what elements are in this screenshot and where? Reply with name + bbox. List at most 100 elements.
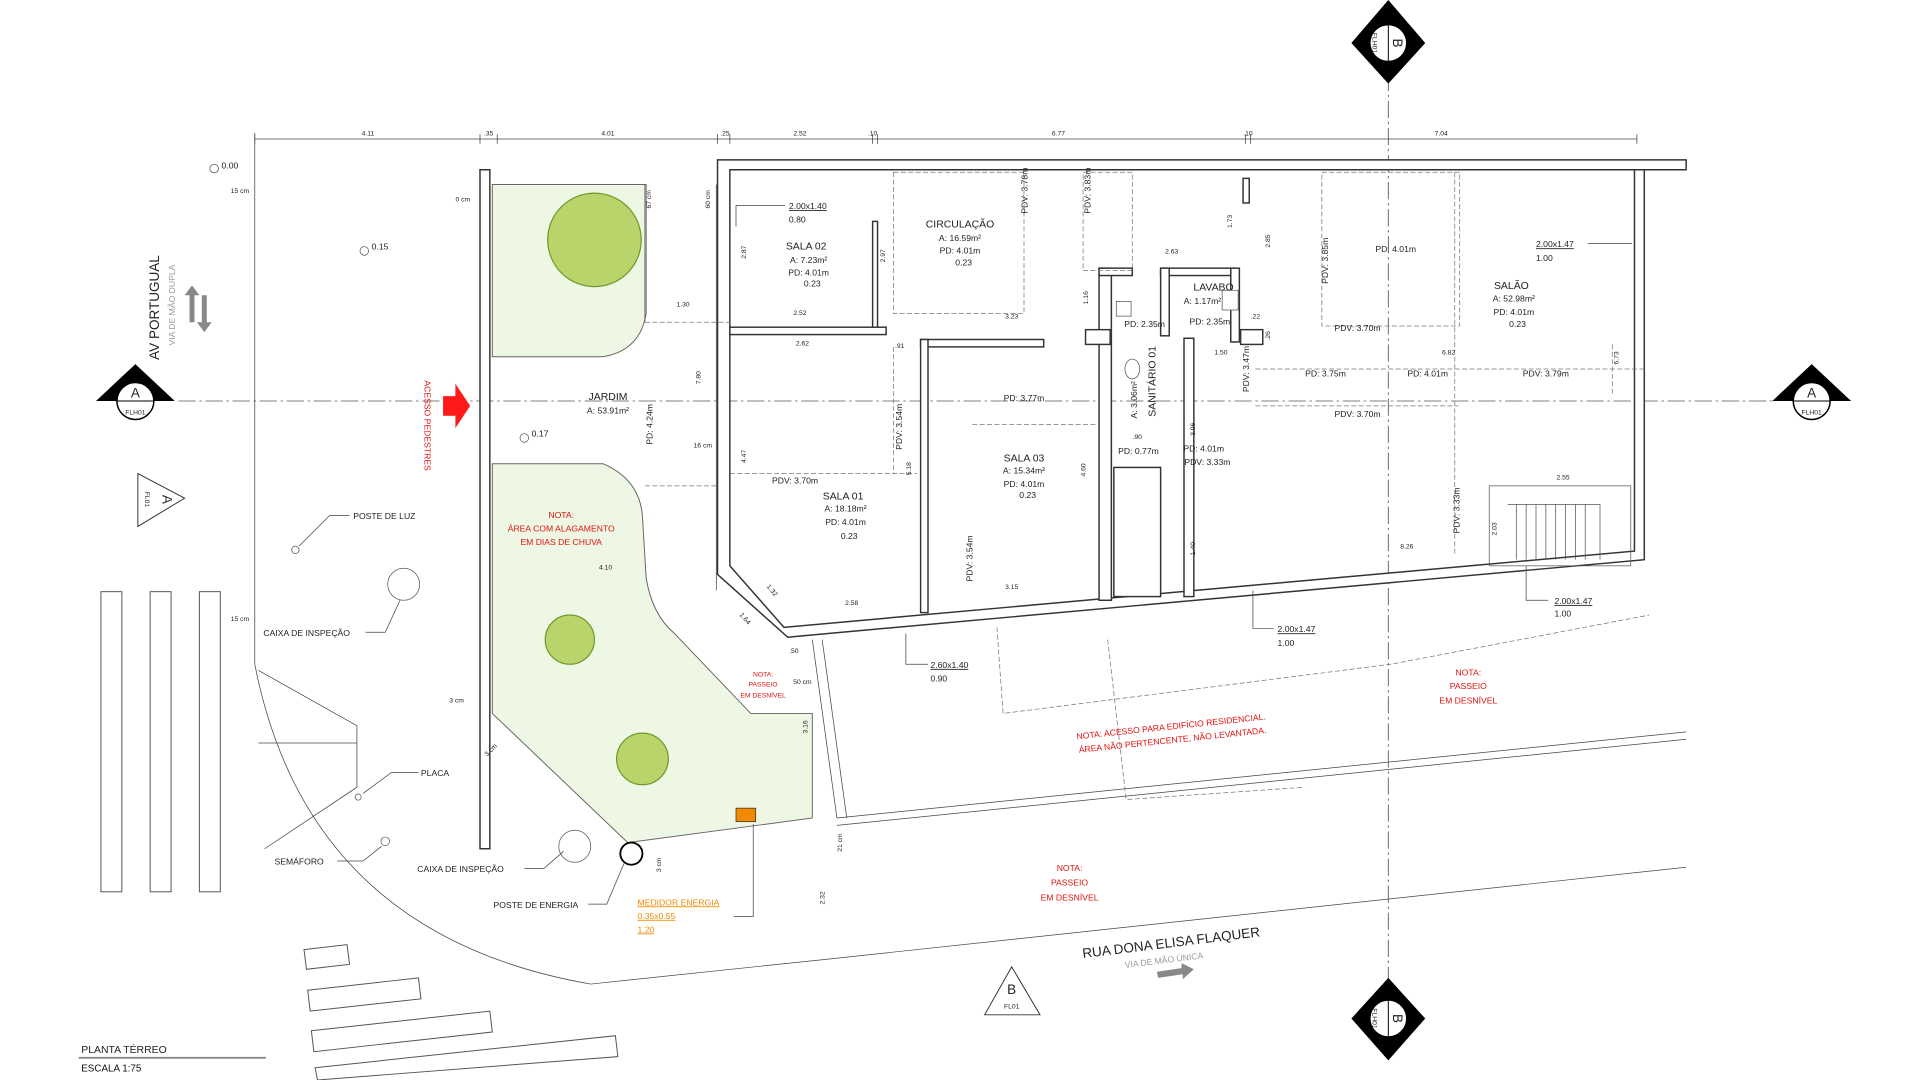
dimension-label: .10 [868, 130, 878, 137]
drawing-title: PLANTA TÉRREO [81, 1043, 166, 1056]
dimension-label: 8.26 [1400, 544, 1413, 551]
room-height: PD: 4.01m [940, 245, 981, 255]
note-residential: NOTA: ACESSO PARA EDIFÍCIO RESIDENCIAL. … [1076, 712, 1267, 755]
dimension-label: 3 cm [449, 697, 464, 704]
ceiling-height-labels: PD: 4.01m PD: 3.75m PD: 4.01m PDV: 3.79m… [644, 168, 1569, 582]
pedestrian-access-label: ACESSO PEDESTRES [423, 380, 433, 471]
energy-pole-icon [619, 841, 644, 866]
top-dimension-chain: 4.11 .35 4.01 .25 2.52 .10 6.77 .10 7.04 [254, 130, 1638, 144]
height-label: PDV: 3.33m [1184, 457, 1230, 467]
room-sala-02[interactable]: SALA 02 A: 7.23m² PD: 4.01m 0.23 [786, 242, 829, 289]
note-line: NOTA: [753, 672, 773, 679]
dimension-label: 1.40 [1190, 542, 1197, 555]
dimension-label: 15 cm [231, 616, 250, 623]
dimension-label: 16 cm [694, 443, 713, 450]
elevation-marker-a[interactable]: A FL01 [137, 472, 186, 528]
street-name-av-portugual: AV PORTUGUAL [147, 255, 162, 360]
dimension-label: 2.62 [796, 341, 809, 348]
inspection-box-label: CAIXA DE INSPEÇÃO [263, 628, 350, 638]
dimension-label: 2.87 [741, 245, 748, 258]
room-area: A: 16.59m² [939, 233, 981, 243]
level-markers: 0.00 0.15 0.17 [209, 161, 549, 443]
dimension-label: 0 cm [455, 197, 470, 204]
section-letter: A [159, 495, 174, 504]
section-letter: B [1007, 982, 1016, 997]
room-height: PD: 4.01m [1004, 479, 1045, 489]
room-jardim[interactable]: JARDIM A: 53.91m² [587, 392, 629, 416]
dimension-label: 1.32 [765, 583, 779, 598]
walls [479, 159, 1687, 850]
section-sheet: FLH01 [1370, 33, 1377, 54]
dimension-label: 2.03 [1492, 522, 1499, 535]
section-marker-a-right[interactable]: A FLH01 [1772, 364, 1852, 421]
opening-sill: 1.00 [1278, 638, 1295, 648]
room-sala-01[interactable]: SALA 01 A: 18.18m² PD: 4.01m 0.23 [823, 491, 867, 540]
height-label: PD: 4.24m [644, 404, 654, 445]
room-name: JARDIM [589, 392, 628, 403]
traffic-light-label: SEMÁFORO [274, 857, 324, 867]
garden-bottom [491, 463, 813, 844]
section-marker-b-bottom[interactable]: B FLH01 [1351, 977, 1426, 1061]
elevation-marker-b[interactable]: B FL01 [983, 965, 1041, 1016]
dimension-label: .35 [484, 130, 494, 137]
room-sanitario-01[interactable]: SANITÁRIO 01 A: 3.06m² PD: 2.35m .90 PD:… [1118, 319, 1165, 456]
level-label: 0.15 [372, 242, 389, 252]
dimension-label: 2.58 [845, 600, 858, 607]
room-height: PD: 2.35m [1124, 319, 1165, 329]
note-line: PASSEIO [1051, 878, 1088, 888]
room-level: 0.23 [955, 258, 972, 268]
dimension-label: 4.01 [601, 130, 614, 137]
dimension-label: .90 [1133, 434, 1143, 441]
room-level: 0.23 [841, 531, 858, 541]
section-sheet: FL01 [1004, 1004, 1020, 1011]
dimension-label: 2.32 [820, 891, 827, 904]
section-sheet: FLH01 [1802, 410, 1823, 417]
dimension-label: 2.97 [880, 249, 887, 262]
room-name: SALÃO [1494, 279, 1529, 292]
note-sidewalk-right: NOTA: PASSEIO EM DESNÍVEL [1439, 667, 1497, 705]
section-letter: B [1390, 1014, 1405, 1023]
room-salao[interactable]: SALÃO A: 52.98m² PD: 4.01m 0.23 [1493, 279, 1535, 329]
dimension-label: 1.64 [738, 612, 752, 627]
dimension-label: 7.04 [1435, 130, 1448, 137]
opening-size: 2.00x1.47 [1278, 624, 1316, 634]
room-name: CIRCULAÇÃO [926, 218, 994, 231]
room-circulacao[interactable]: CIRCULAÇÃO A: 16.59m² PD: 4.01m 0.23 [926, 218, 994, 268]
section-letter: A [1807, 385, 1816, 400]
room-level: 0.23 [804, 279, 821, 289]
dimension-label: .25 [720, 130, 730, 137]
note-line: PASSEIO [749, 681, 778, 688]
leader-lines [298, 205, 1632, 917]
energy-meter-size: 0.35x0.55 [638, 911, 676, 921]
crosswalk-bottom [303, 944, 619, 1080]
room-height: PD: 4.01m [788, 268, 829, 278]
room-sala-03[interactable]: SALA 03 A: 15.34m² PD: 4.01m 0.23 [1003, 453, 1045, 500]
dimension-label: .50 [789, 648, 799, 655]
height-label: PDV: 3.83m [1082, 168, 1092, 214]
opening-size: 2.60x1.40 [930, 660, 968, 670]
note-line: EM DESNÍVEL [740, 690, 786, 699]
dimension-label: 3.23 [1005, 314, 1018, 321]
dimension-label: 50 cm [793, 679, 812, 686]
inspection-box-label: CAIXA DE INSPEÇÃO [417, 864, 504, 874]
section-marker-a-left[interactable]: A FLH01 [96, 364, 175, 421]
inspection-box-icon [387, 567, 421, 601]
height-label: PDV: 3.54m [894, 404, 904, 450]
dimension-label: 3 cm [656, 857, 663, 872]
dimension-label: 6.77 [1052, 130, 1065, 137]
room-area: A: 53.91m² [587, 405, 629, 415]
energy-pole-label: POSTE DE ENERGIA [494, 900, 579, 910]
stairs [1488, 485, 1632, 567]
section-sheet: FLH01 [125, 410, 146, 417]
opening-size: 2.00x1.47 [1554, 596, 1592, 606]
dimension-label: 1.30 [677, 301, 690, 308]
room-lavabo[interactable]: LAVABO A: 1.17m² PD: 2.35m [1184, 282, 1234, 326]
height-label: PD: 3.75m [1305, 368, 1346, 378]
dimension-label: 2.52 [793, 130, 806, 137]
room-area: A: 1.17m² [1184, 296, 1221, 306]
entrance-arrow-icon [443, 383, 471, 429]
note-line: PASSEIO [1450, 681, 1487, 691]
height-label: PD: 4.01m [1375, 244, 1416, 254]
section-marker-b-top[interactable]: B FLH01 [1351, 0, 1426, 84]
